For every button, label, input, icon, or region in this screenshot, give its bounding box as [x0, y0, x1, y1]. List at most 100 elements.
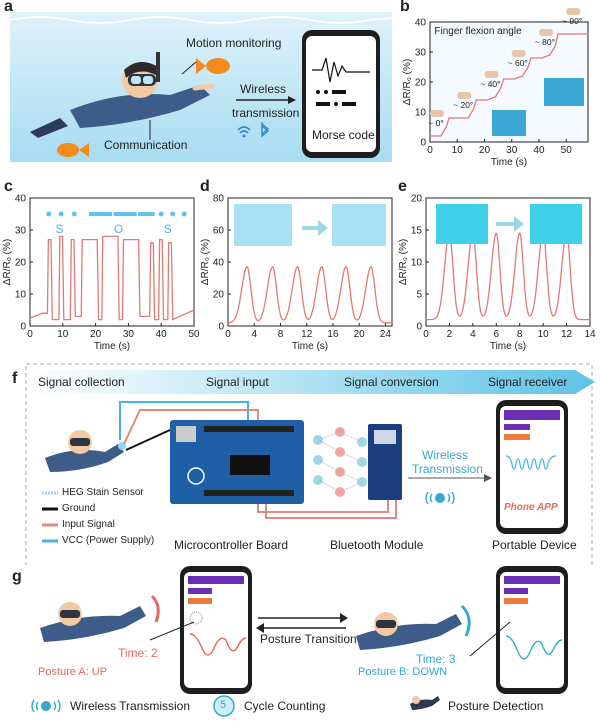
time-a-label: Time: 2: [118, 646, 158, 660]
signal-flow-arrow: [30, 370, 595, 394]
fish-photo-1: [234, 204, 292, 246]
bluetooth-icon: [261, 122, 270, 138]
x-tick-label: 20: [479, 145, 491, 156]
phone-a: [180, 566, 252, 694]
y-tick-label: 0: [20, 322, 26, 333]
plot-frame: [29, 197, 195, 327]
y-tick-label: 20: [15, 258, 27, 269]
x-tick-label: 0: [27, 329, 33, 340]
swimmer-photo-1: [492, 110, 526, 136]
hand-icon: [538, 29, 553, 36]
y-tick-label: 10: [411, 258, 423, 269]
y-tick-label: 30: [15, 226, 27, 237]
transition-arrow: [302, 220, 328, 236]
morse-letter: S: [56, 222, 64, 236]
diver-f: [45, 430, 126, 472]
swimmer-photo-2: [544, 78, 584, 106]
posture-transition-label: Posture Transition: [260, 632, 357, 646]
hand-icon: [484, 71, 499, 78]
y-axis-label: ΔR/R₀ (%): [398, 239, 409, 285]
morse-dot: [181, 211, 187, 217]
bluetooth-wave-icon: [425, 491, 455, 505]
y-tick-label: 15: [411, 226, 423, 237]
x-tick-label: 0: [225, 329, 231, 340]
legend-vcc: VCC (Power Supply): [62, 535, 155, 546]
step-signal-input: Signal input: [206, 375, 269, 389]
x-tick-label: 50: [561, 145, 573, 156]
posture-detection-icon: [410, 696, 440, 710]
bluetooth-module: [368, 424, 402, 500]
legend-heg-sensor: HEG Stain Sensor: [62, 487, 144, 498]
legend-wireless-transmission: Wireless Transmission: [70, 699, 191, 713]
x-tick-label: 10: [538, 329, 550, 340]
step-signal-receiver: Signal receiver: [488, 375, 568, 389]
x-axis-label: Time (s): [491, 157, 527, 168]
y-tick-label: 60: [213, 226, 225, 237]
portable-device: [496, 400, 568, 534]
step-signal-conversion: Signal conversion: [344, 375, 439, 389]
x-tick-label: 8: [278, 329, 284, 340]
x-tick-label: 4: [251, 329, 257, 340]
panel-b-letter: b: [400, 0, 410, 15]
x-tick-label: 8: [517, 329, 523, 340]
cycle-counting-icon: [213, 695, 235, 717]
series-line: [228, 266, 392, 324]
phone-b: [496, 566, 568, 694]
x-tick-label: 10: [452, 145, 464, 156]
y-tick-label: 0: [218, 322, 224, 333]
panel-a-letter: a: [4, 0, 13, 15]
panel-f-illustration: [25, 363, 595, 705]
panel-e-letter: e: [398, 178, 407, 195]
y-axis-label: ΔR/R₀ (%): [2, 239, 13, 285]
y-axis-label: ΔR/R₀ (%): [200, 239, 211, 285]
hand-icon: [511, 50, 526, 57]
diver-posture-b: [356, 604, 471, 650]
panel-a: a Motion monitoring Communication Wirele…: [0, 0, 396, 176]
x-tick-label: 4: [470, 329, 476, 340]
bluetooth-module-label: Bluetooth Module: [330, 538, 424, 552]
panel-c-letter: c: [4, 178, 13, 195]
series-line: [430, 33, 588, 137]
x-tick-label: 10: [57, 329, 69, 340]
y-axis-label: ΔR/R₀ (%): [402, 59, 413, 105]
morse-dot: [158, 211, 164, 217]
panel-f-letter: f: [12, 370, 18, 387]
hand-icon: [457, 92, 472, 99]
transition-arrow: [496, 216, 524, 232]
dashed-frame: [25, 363, 593, 705]
x-tick-label: 30: [123, 329, 135, 340]
y-tick-label: 20: [213, 290, 225, 301]
y-tick-label: 10: [415, 108, 427, 119]
morse-letter: S: [164, 222, 172, 236]
wifi-icon: [237, 126, 251, 138]
x-tick-label: 40: [156, 329, 168, 340]
series-line: [29, 235, 195, 321]
angle-label: ~ 60°: [508, 58, 528, 68]
panel-g-illustration: [31, 566, 568, 717]
x-axis-label: Time (s): [490, 341, 526, 352]
x-tick-label: 14: [584, 329, 596, 340]
y-tick-label: 30: [415, 48, 427, 59]
phone-app-label: Phone APP: [504, 502, 558, 513]
turtle-photo-2: [530, 204, 582, 244]
wireless-f-label: Wireless: [422, 448, 469, 462]
diver-posture-a: [40, 594, 160, 642]
y-tick-label: 0: [420, 138, 426, 149]
x-tick-label: 30: [506, 145, 518, 156]
transmission-f-label: Transmission: [412, 462, 483, 476]
x-tick-label: 16: [327, 329, 339, 340]
x-tick-label: 2: [447, 329, 453, 340]
step-signal-collection: Signal collection: [38, 375, 125, 389]
morse-letter: O: [114, 222, 123, 236]
y-tick-label: 5: [416, 290, 422, 301]
x-tick-label: 12: [561, 329, 573, 340]
time-b-label: Time: 3: [416, 652, 456, 666]
x-tick-label: 0: [427, 145, 433, 156]
legend-ground: Ground: [62, 503, 96, 514]
angle-label: ~ 40°: [480, 79, 500, 89]
morse-dot: [46, 211, 52, 217]
